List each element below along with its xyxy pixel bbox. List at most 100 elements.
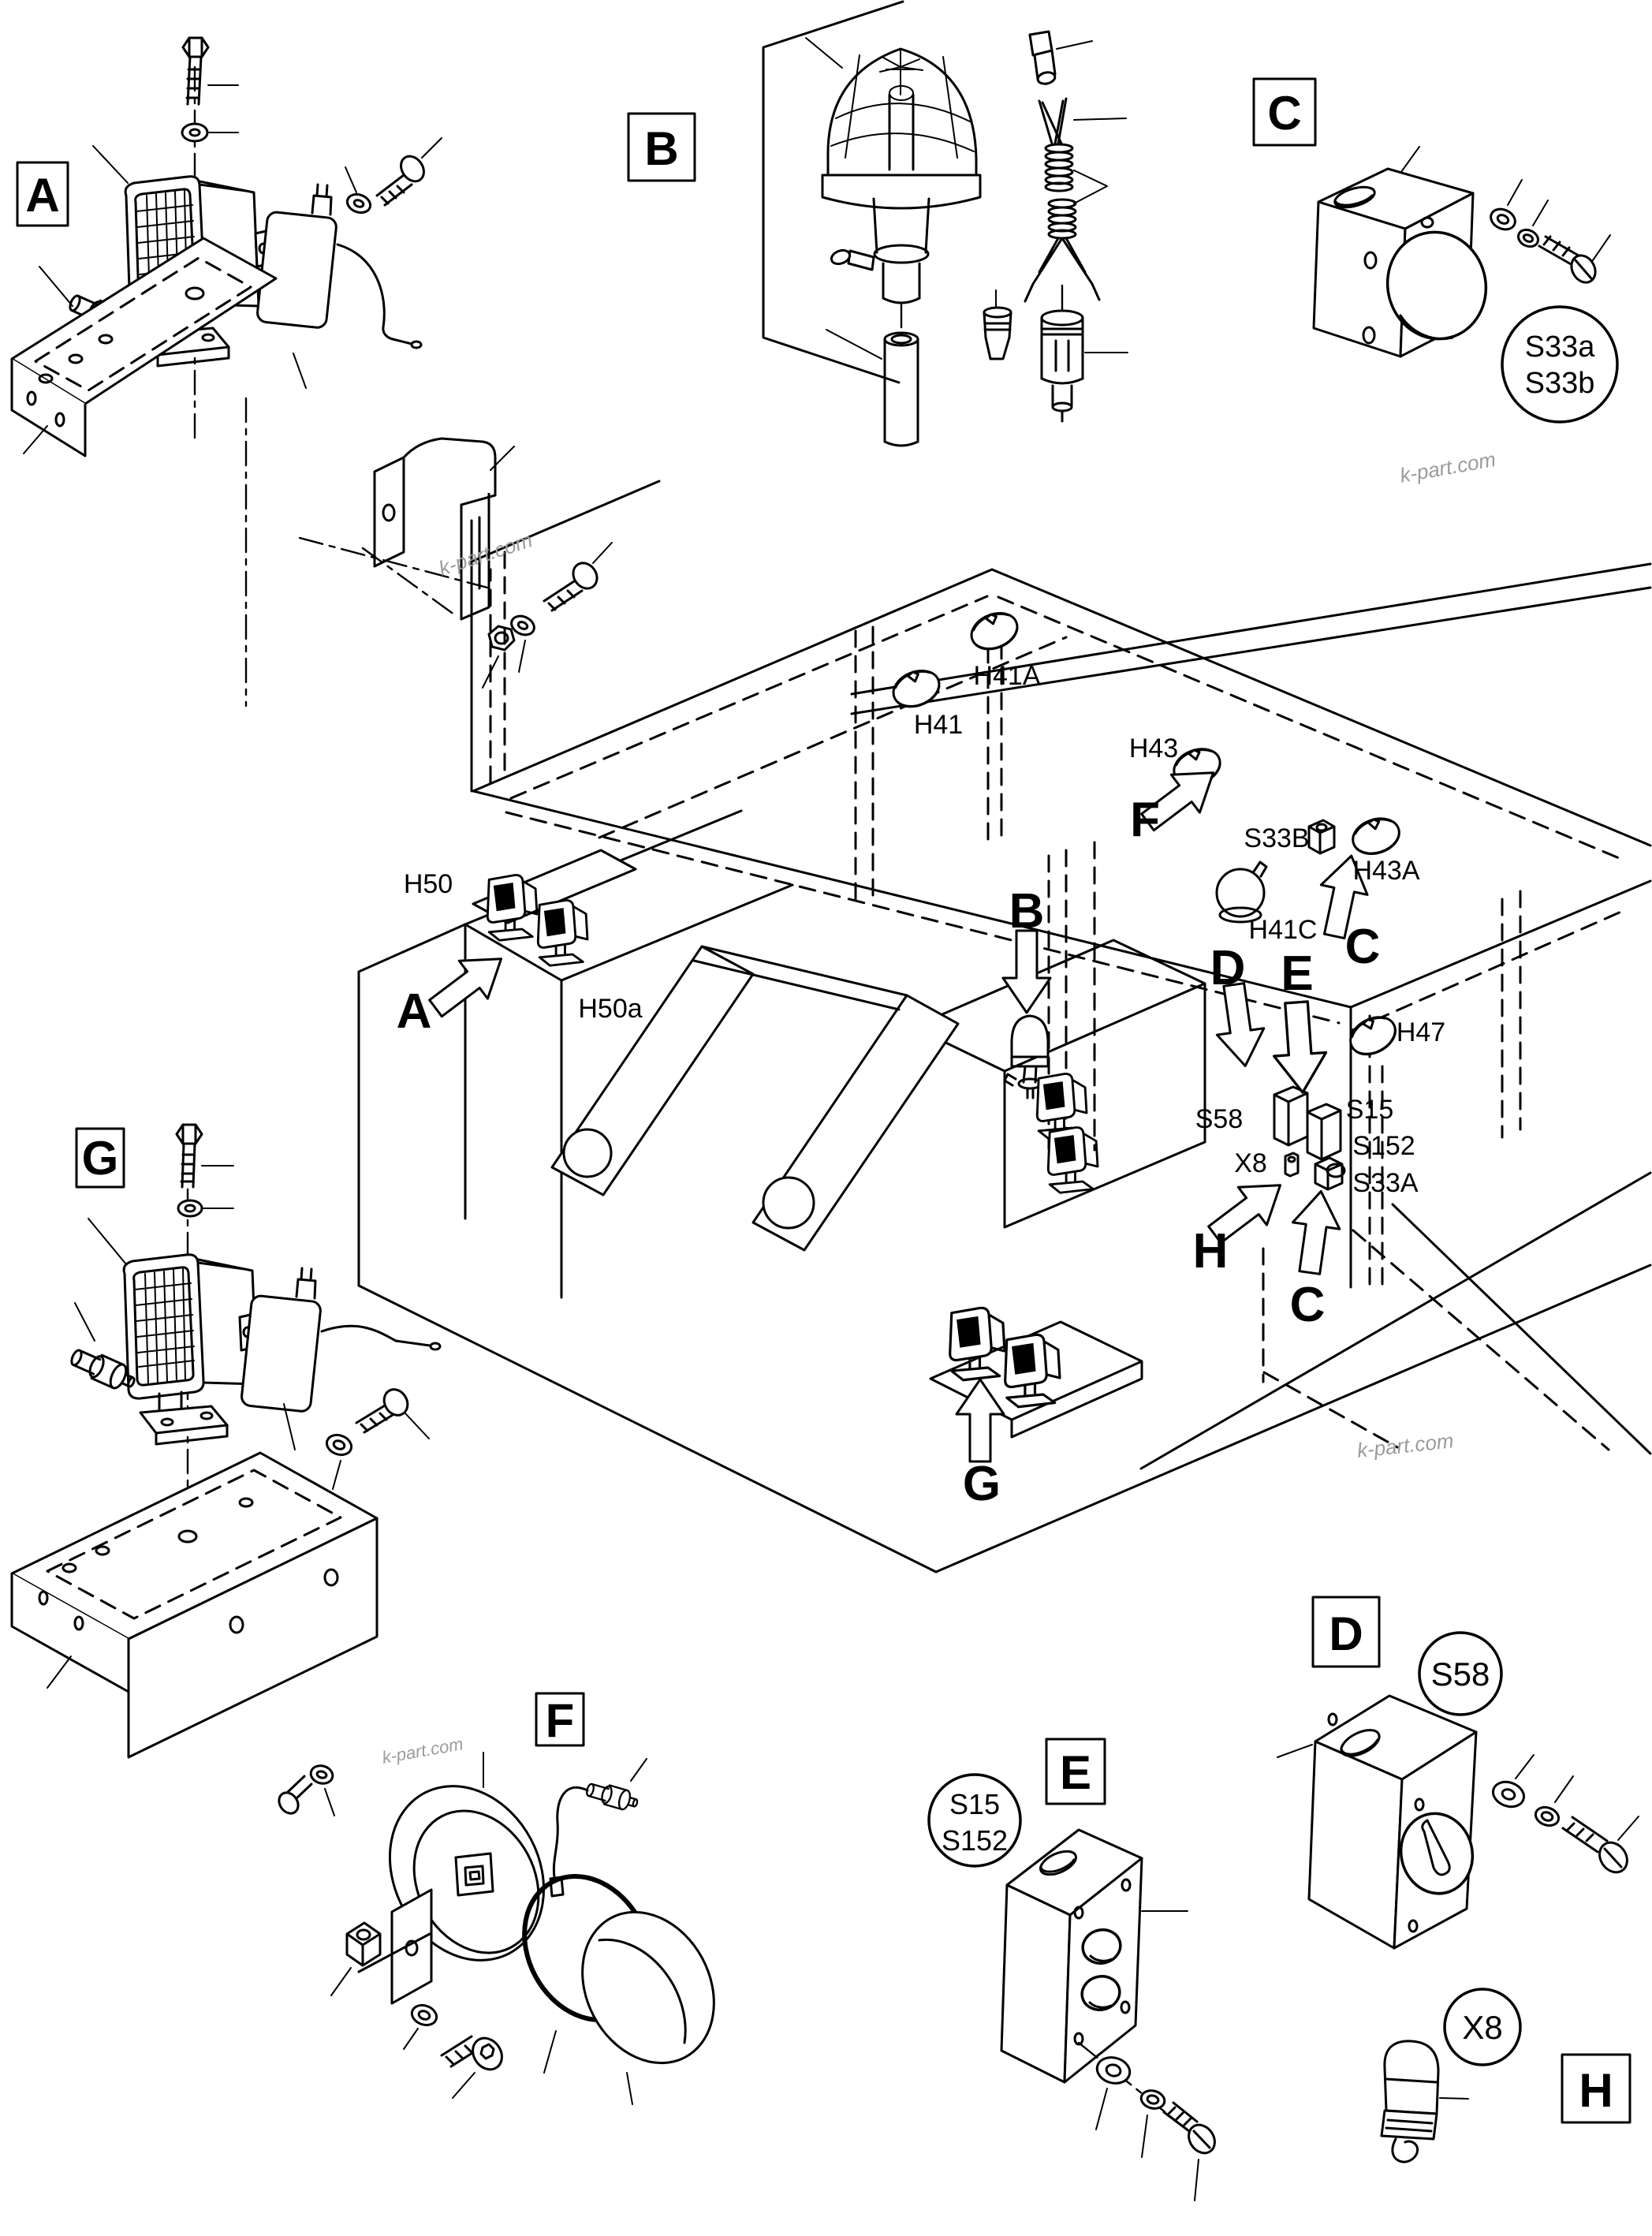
letter-g: G [963, 1457, 1001, 1511]
h47-grommet [1343, 1008, 1404, 1063]
rear-lamp-lower [1046, 1126, 1099, 1194]
washer [403, 2003, 438, 2050]
callout-s58: S58 [1195, 1104, 1244, 1134]
cab-beacon [1003, 1014, 1050, 1099]
relay-wire [336, 243, 413, 345]
section-g-worklamp-kit [10, 1123, 442, 1816]
switch-box [1000, 1828, 1188, 2084]
rear-cover [581, 1910, 715, 2105]
h43a-grommet [1347, 812, 1405, 861]
callout-s33a: S33A [1352, 1168, 1418, 1198]
washers-and-screw [1490, 179, 1611, 284]
washers-and-screw [1095, 2056, 1216, 2201]
section-d-switch-kit: S58 [1277, 1631, 1639, 1950]
letter-a: A [397, 984, 432, 1039]
box-h [1561, 2053, 1631, 2124]
hex-bolt [175, 1123, 234, 1189]
clamp-bracket [373, 437, 515, 621]
box-c-label: C [1267, 87, 1301, 140]
section-h-connector: X8 [1380, 1988, 1522, 2163]
box-leader [1277, 1744, 1313, 1758]
washers-and-screw [1492, 1754, 1639, 1874]
work-lamp [122, 1253, 259, 1446]
callout-x8: X8 [1234, 1148, 1267, 1178]
box-f-label: F [546, 1694, 575, 1747]
spade-connector [1028, 30, 1093, 85]
letter-d: D [1210, 941, 1246, 995]
callout-s33b: S33B [1244, 823, 1309, 853]
box-a-label: A [25, 169, 59, 222]
relay-leader [293, 353, 307, 389]
hardware-axis [1077, 2041, 1200, 2141]
box-d [1311, 1596, 1381, 1668]
switch-cluster [1273, 1085, 1346, 1191]
callout-h50a: H50a [578, 994, 642, 1024]
box-f [535, 1692, 585, 1747]
callout-h43a: H43A [1352, 856, 1419, 886]
letter-b: B [1009, 884, 1045, 939]
callout-h47: H47 [1397, 1017, 1445, 1047]
watermark: k-part.com [1356, 1428, 1454, 1462]
fuse-holder [1040, 309, 1128, 423]
relay-washer-bolt [345, 137, 442, 215]
bulb-leader [74, 1302, 95, 1342]
box-b-label: B [644, 122, 678, 175]
box-e-label: E [1060, 1746, 1091, 1799]
section-a-worklamp-kit [10, 36, 613, 707]
switch-housing [1312, 167, 1488, 358]
arrow-a [420, 939, 517, 1028]
balloon-s58-label: S58 [1431, 1656, 1490, 1693]
washer [177, 1199, 234, 1218]
arrow-e [1269, 999, 1330, 1096]
watermark: k-part.com [1398, 447, 1497, 487]
relay [254, 183, 339, 330]
section-c-switch-kit: S33a S33b [1312, 146, 1619, 424]
nut-washer-bolt [482, 542, 613, 689]
balloon-x8: X8 [1443, 1988, 1522, 2066]
box-h-label: H [1579, 2064, 1613, 2117]
callout-h41: H41 [914, 710, 963, 740]
switch-box [1307, 1694, 1478, 1950]
callout-s15: S15 [1346, 1095, 1394, 1125]
balloon-s33ab: S33a S33b [1501, 305, 1619, 424]
lamp-leader [88, 1218, 127, 1265]
box-g-label: G [82, 1132, 119, 1185]
x8-connector [1380, 2040, 1469, 2163]
balloon-s33a-label: S33a [1525, 330, 1596, 364]
machine-overview: H50 H50a H41 H41A H43 S33B H43A H41C H47… [357, 480, 1652, 1573]
box-c [1252, 77, 1317, 147]
relay-wire [320, 1324, 431, 1347]
letter-e: E [1281, 946, 1313, 1001]
box-e [1045, 1738, 1106, 1805]
wiring-harness [1024, 97, 1127, 303]
callout-h50: H50 [404, 869, 453, 899]
cube-nut [330, 1921, 382, 1996]
horn-body [357, 1785, 546, 2005]
washer [181, 122, 239, 143]
watermark: k-part.com [381, 1734, 465, 1768]
h50a-lamp [536, 899, 589, 967]
balloon-s15-s152: S15 S152 [927, 1773, 1022, 1868]
letter-c-lower: C [1290, 1278, 1326, 1332]
letter-h: H [1193, 1224, 1229, 1279]
callout-h43: H43 [1129, 734, 1178, 763]
balloon-s152-label: S152 [942, 1824, 1008, 1857]
balloon-s33b-label: S33b [1525, 367, 1595, 400]
box-g [75, 1127, 125, 1189]
section-e-switch-kit: S15 S152 [927, 1773, 1216, 2201]
arrow-c-lower [1285, 1186, 1346, 1278]
box-d-label: D [1329, 1607, 1363, 1660]
letter-c-upper: C [1345, 920, 1381, 974]
relay-leader [283, 1403, 296, 1450]
socket-bolt [440, 2035, 503, 2099]
section-b-beacon-kit [762, 0, 1128, 447]
wire-terminal [410, 340, 423, 349]
balloon-s58: S58 [1418, 1631, 1503, 1716]
balloon-x8-label: X8 [1462, 2009, 1502, 2046]
mounting-plate [10, 1451, 379, 1816]
bulb-leader [39, 266, 73, 307]
hex-bolt [181, 36, 239, 106]
section-letter-boxes: A B C G F E D H [16, 77, 1631, 2124]
